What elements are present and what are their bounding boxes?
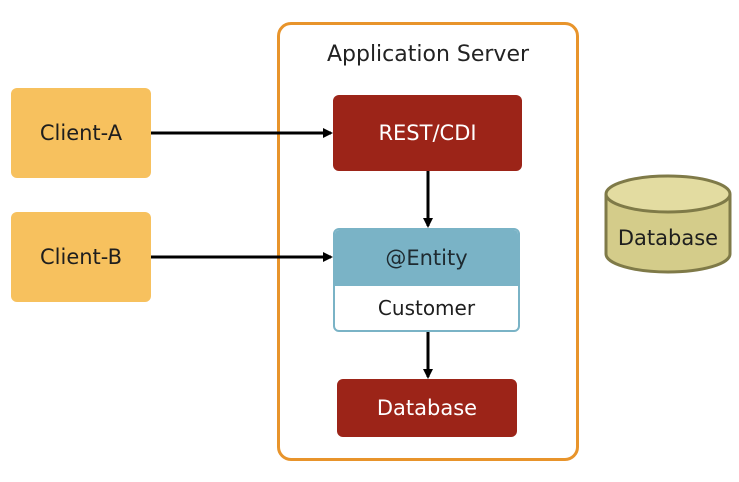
rest-cdi-node: REST/CDI — [333, 95, 522, 171]
entity-name-label: Customer — [377, 296, 476, 320]
external-database-label: Database — [617, 226, 719, 250]
rest-cdi-label: REST/CDI — [378, 121, 477, 145]
inner-database-label: Database — [376, 396, 478, 420]
client-b-node: Client-B — [11, 212, 151, 302]
entity-annotation-label: @Entity — [385, 246, 468, 270]
inner-database-node: Database — [337, 379, 517, 437]
entity-customer-node: @Entity Customer — [333, 228, 520, 332]
entity-name-section: Customer — [335, 286, 518, 330]
application-server-title: Application Server — [326, 42, 530, 67]
entity-annotation-header: @Entity — [335, 230, 518, 286]
client-a-node: Client-A — [11, 88, 151, 178]
client-a-label: Client-A — [39, 121, 123, 145]
external-database-cylinder — [604, 174, 732, 274]
client-b-label: Client-B — [39, 245, 123, 269]
